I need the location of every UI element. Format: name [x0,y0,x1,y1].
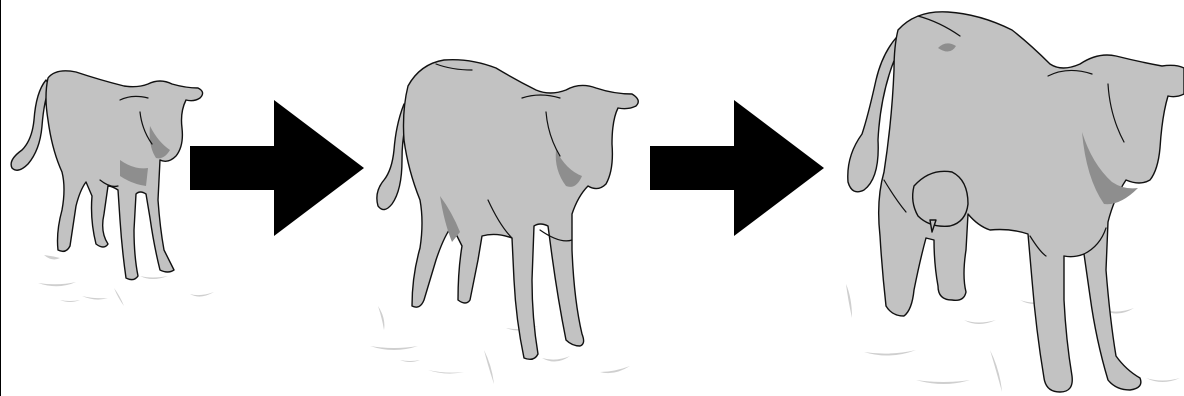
arrow-right-icon [190,100,364,236]
cow-icon [846,11,1184,393]
left-border [0,0,1,396]
calf-ground-shadow [38,255,214,306]
heifer-ground-shadow [370,306,630,384]
calf-icon [10,70,214,306]
heifer-icon [370,58,639,384]
arrow-right-icon [650,100,824,236]
